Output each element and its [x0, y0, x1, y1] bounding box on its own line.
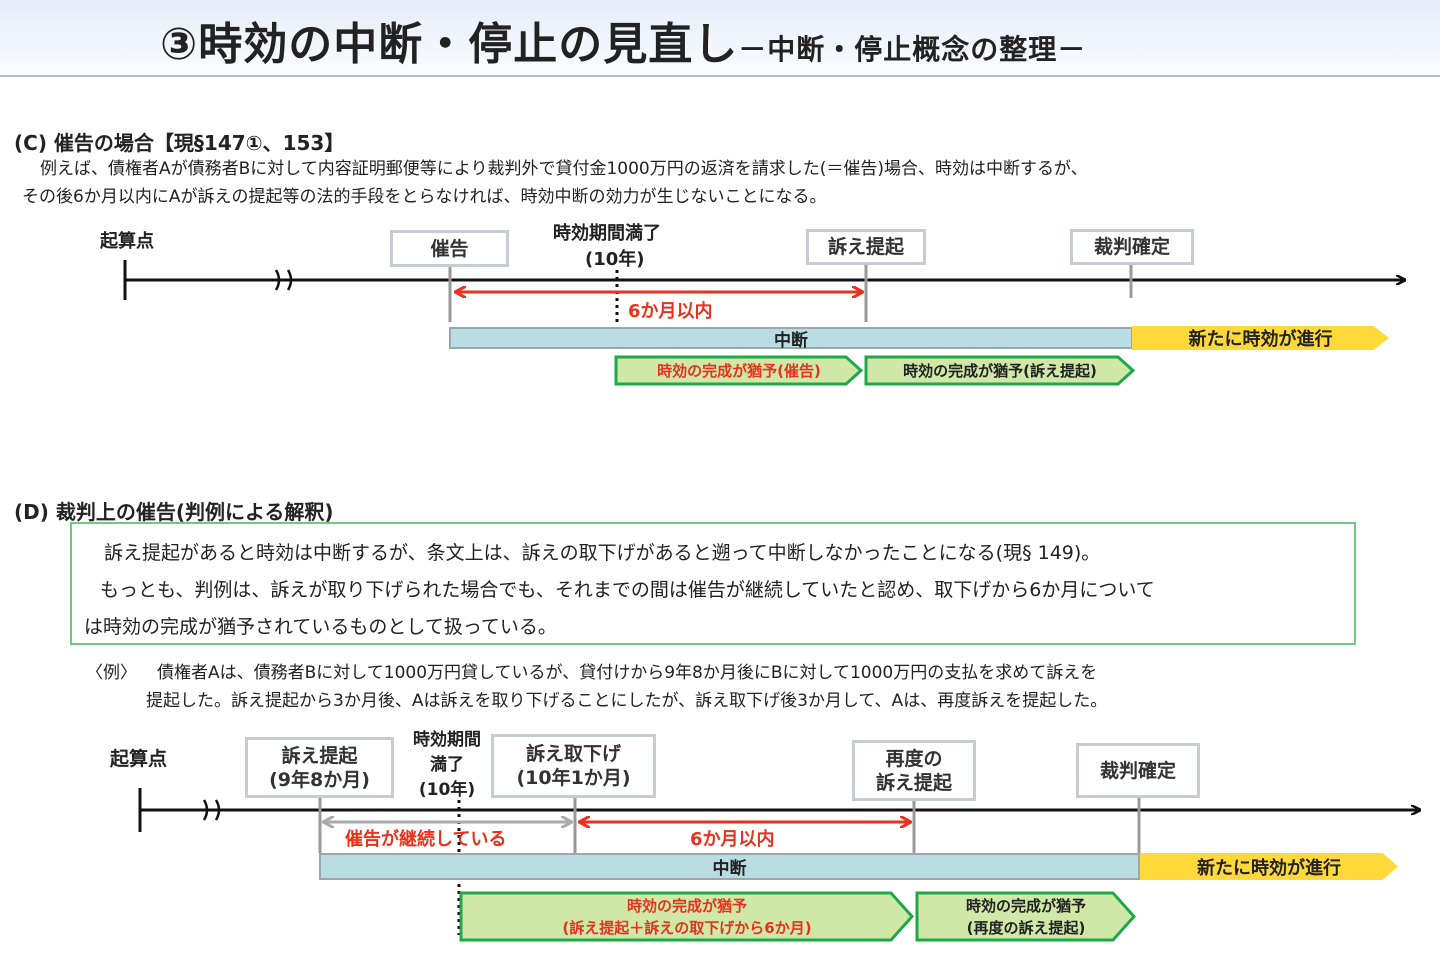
section-c-text-2: その後6か月以内にAが訴えの提起等の法的手段をとらなければ、時効中断の効力が生じ… [22, 187, 827, 207]
section-c-heading: (C) 催告の場合【現§147①、153】 [14, 131, 345, 155]
slide-title: ③時効の中断・停止の見直し－中断・停止概念の整理－ [160, 8, 1086, 72]
lawsuit-box: 訴え提起 [806, 229, 926, 265]
suspension-refiling-arrow: 時効の完成が猶予 (再度の訴え提起) [915, 891, 1137, 942]
timeline-c [123, 260, 1405, 322]
judgment-box: 裁判確定 [1070, 229, 1194, 265]
lawsuit-box-d: 訴え提起(9年8か月) [245, 737, 394, 798]
title-subtitle: －中断・停止概念の整理－ [738, 33, 1087, 66]
suspension-withdrawal-line-2: (訴え提起＋訴えの取下げから6か月) [562, 918, 812, 937]
withdrawal-box: 訴え取下げ(10年1か月) [491, 734, 656, 798]
expiry-line-2: 満了 [430, 755, 464, 775]
interruption-bar-d: 中断 [319, 853, 1140, 880]
demand-box: 催告 [390, 230, 509, 267]
withdrawal-time: (10年1か月) [516, 767, 631, 789]
expiry-label: 時効期間満了 [553, 223, 661, 244]
section-c-text-1: 例えば、債権者Aが債務者Bに対して内容証明郵便等により裁判外で貸付金1000万円… [40, 159, 1088, 179]
refiling-line-1: 再度の [885, 747, 943, 770]
new-period-arrow-d: 新たに時効が進行 [1140, 853, 1398, 880]
case-law-box: 訴え提起があると時効は中断するが、条文上は、訴えの取下げがあると遡って中断しなか… [70, 522, 1356, 645]
interruption-bar: 中断 [449, 327, 1133, 351]
timeline-d [138, 788, 1420, 935]
expiry-years: (10年) [585, 249, 645, 270]
start-point-label-d: 起算点 [110, 748, 168, 770]
lawsuit-label: 訴え提起 [281, 744, 358, 767]
slide-header: ③時効の中断・停止の見直し－中断・停止概念の整理－ [0, 0, 1440, 77]
refiling-box: 再度の訴え提起 [852, 740, 976, 801]
six-months-label-d: 6か月以内 [690, 829, 775, 850]
case-law-line-2: もっとも、判例は、訴えが取り下げられた場合でも、それまでの間は催告が継続していた… [100, 579, 1155, 601]
expiry-line-3: (10年) [418, 780, 476, 800]
suspension-demand-label: 時効の完成が猶予(催告) [657, 361, 821, 380]
continuing-demand-label: 催告が継続している [345, 829, 507, 850]
new-period-arrow: 新たに時効が進行 [1132, 326, 1389, 350]
start-point-label: 起算点 [100, 231, 154, 252]
lawsuit-time: (9年8か月) [269, 768, 370, 791]
six-months-label: 6か月以内 [628, 301, 713, 322]
suspension-refiling-line-1: 時効の完成が猶予 [965, 896, 1086, 915]
case-law-line-1: 訴え提起があると時効は中断するが、条文上は、訴えの取下げがあると遡って中断しなか… [104, 542, 1101, 564]
judgment-box-d: 裁判確定 [1076, 743, 1200, 798]
suspension-lawsuit-label: 時効の完成が猶予(訴え提起) [903, 361, 1097, 380]
expiry-line-1: 時効期間 [413, 730, 481, 750]
suspension-withdrawal-line-1: 時効の完成が猶予 [626, 896, 747, 915]
title-main: ③時効の中断・停止の見直し [160, 19, 739, 70]
suspension-refiling-line-2: (再度の訴え提起) [966, 918, 1086, 937]
withdrawal-label: 訴え取下げ [525, 743, 621, 765]
suspension-withdrawal-arrow: 時効の完成が猶予 (訴え提起＋訴えの取下げから6か月) [459, 891, 915, 942]
case-law-line-3: は時効の完成が猶予されているものとして扱っている。 [84, 616, 557, 638]
example-line-2: 提起した。訴え提起から3か月後、Aは訴えを取り下げることにしたが、訴え取下げ後3… [146, 691, 1108, 711]
suspension-lawsuit-arrow: 時効の完成が猶予(訴え提起) [864, 355, 1136, 386]
refiling-line-2: 訴え提起 [875, 771, 952, 794]
example-line-1: 債権者Aは、債務者Bに対して1000万円貸しているが、貸付けから9年8か月後にB… [157, 663, 1098, 683]
example-label: 〈例〉 [86, 663, 137, 683]
expiry-label-d: 時効期間満了 (10年) [403, 728, 491, 803]
suspension-demand-arrow: 時効の完成が猶予(催告) [614, 355, 864, 386]
section-d-heading: (D) 裁判上の催告(判例による解釈) [14, 500, 334, 524]
